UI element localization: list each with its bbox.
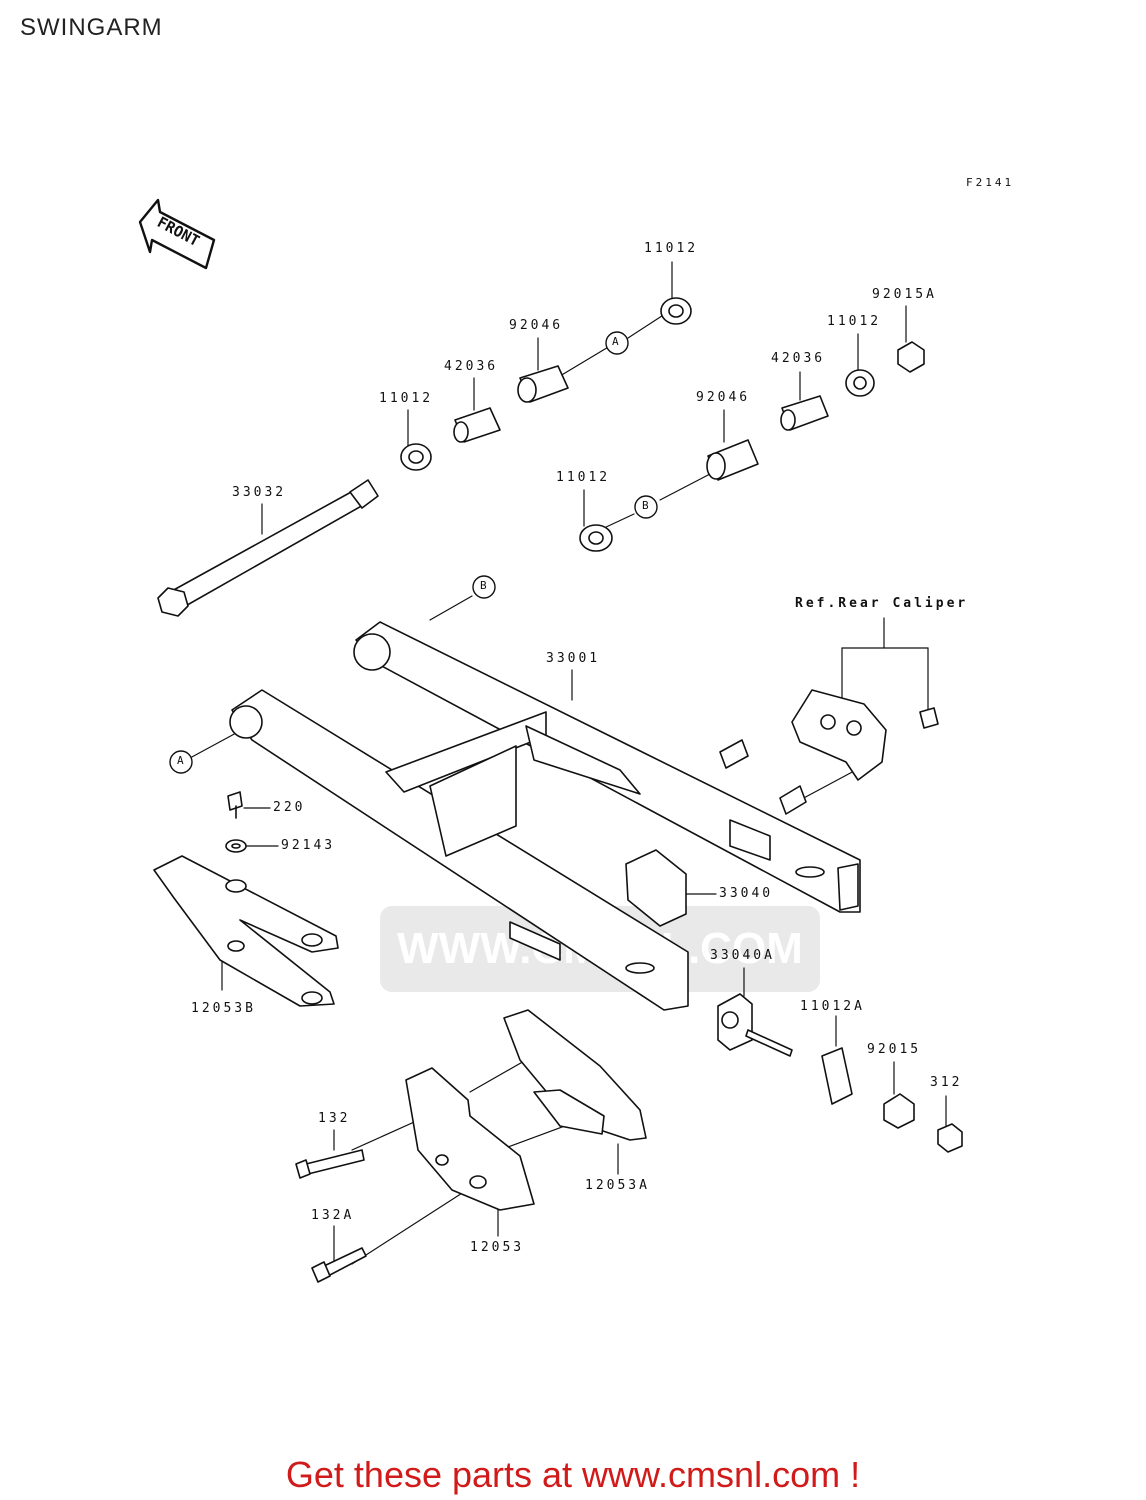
swingarm-body <box>229 621 861 1011</box>
ref-marker-b-top-letter: B <box>642 499 649 512</box>
ref-marker-b-swingarm <box>472 575 496 599</box>
pivot-shaft <box>157 479 379 617</box>
part-label-11012[interactable]: 11012 <box>379 391 434 406</box>
chain-adjuster <box>625 849 963 1153</box>
ref-marker-a-swingarm <box>169 750 193 774</box>
part-label-92015a[interactable]: 92015A <box>872 287 937 302</box>
chain-guide <box>405 1009 647 1211</box>
guide-bolts <box>295 1149 367 1283</box>
part-label-220[interactable]: 220 <box>273 800 306 815</box>
footer-cta-link[interactable]: Get these parts at www.cmsnl.com ! <box>285 1454 861 1495</box>
ref-marker-a-top <box>605 331 629 355</box>
part-label-12053a[interactable]: 12053A <box>585 1178 650 1193</box>
part-label-12053b[interactable]: 12053B <box>191 1001 256 1016</box>
ref-marker-b-top <box>634 495 658 519</box>
part-label-12053[interactable]: 12053 <box>470 1240 525 1255</box>
part-label-33032[interactable]: 33032 <box>232 485 287 500</box>
page-title: SWINGARM <box>20 14 163 41</box>
front-arrow-icon: FRONT <box>138 198 216 270</box>
reference-markers <box>169 331 658 774</box>
part-label-92046[interactable]: 92046 <box>509 318 564 333</box>
part-label-92143[interactable]: 92143 <box>281 838 336 853</box>
part-label-33040a[interactable]: 33040A <box>710 948 775 963</box>
part-label-132[interactable]: 132 <box>318 1111 351 1126</box>
caliper-bracket <box>791 689 939 781</box>
part-label-42036[interactable]: 42036 <box>771 351 826 366</box>
part-label-11012[interactable]: 11012 <box>827 314 882 329</box>
part-label-11012[interactable]: 11012 <box>556 470 611 485</box>
part-label-312[interactable]: 312 <box>930 1075 963 1090</box>
reference-note: Ref.Rear Caliper <box>795 596 969 611</box>
ref-marker-a-swingarm-letter: A <box>177 754 184 767</box>
part-label-33040[interactable]: 33040 <box>719 886 774 901</box>
part-label-11012[interactable]: 11012 <box>644 241 699 256</box>
bolt-and-washer <box>225 791 247 853</box>
part-label-33001[interactable]: 33001 <box>546 651 601 666</box>
ref-marker-b-swingarm-letter: B <box>480 579 487 592</box>
part-label-11012a[interactable]: 11012A <box>800 999 865 1014</box>
chain-slider <box>153 855 339 1007</box>
part-label-132a[interactable]: 132A <box>311 1208 355 1223</box>
part-label-92046[interactable]: 92046 <box>696 390 751 405</box>
ref-marker-a-top-letter: A <box>612 335 619 348</box>
diagram-code: F2141 <box>966 176 1015 189</box>
pivot-hardware <box>400 297 925 552</box>
part-label-42036[interactable]: 42036 <box>444 359 499 374</box>
part-label-92015[interactable]: 92015 <box>867 1042 922 1057</box>
